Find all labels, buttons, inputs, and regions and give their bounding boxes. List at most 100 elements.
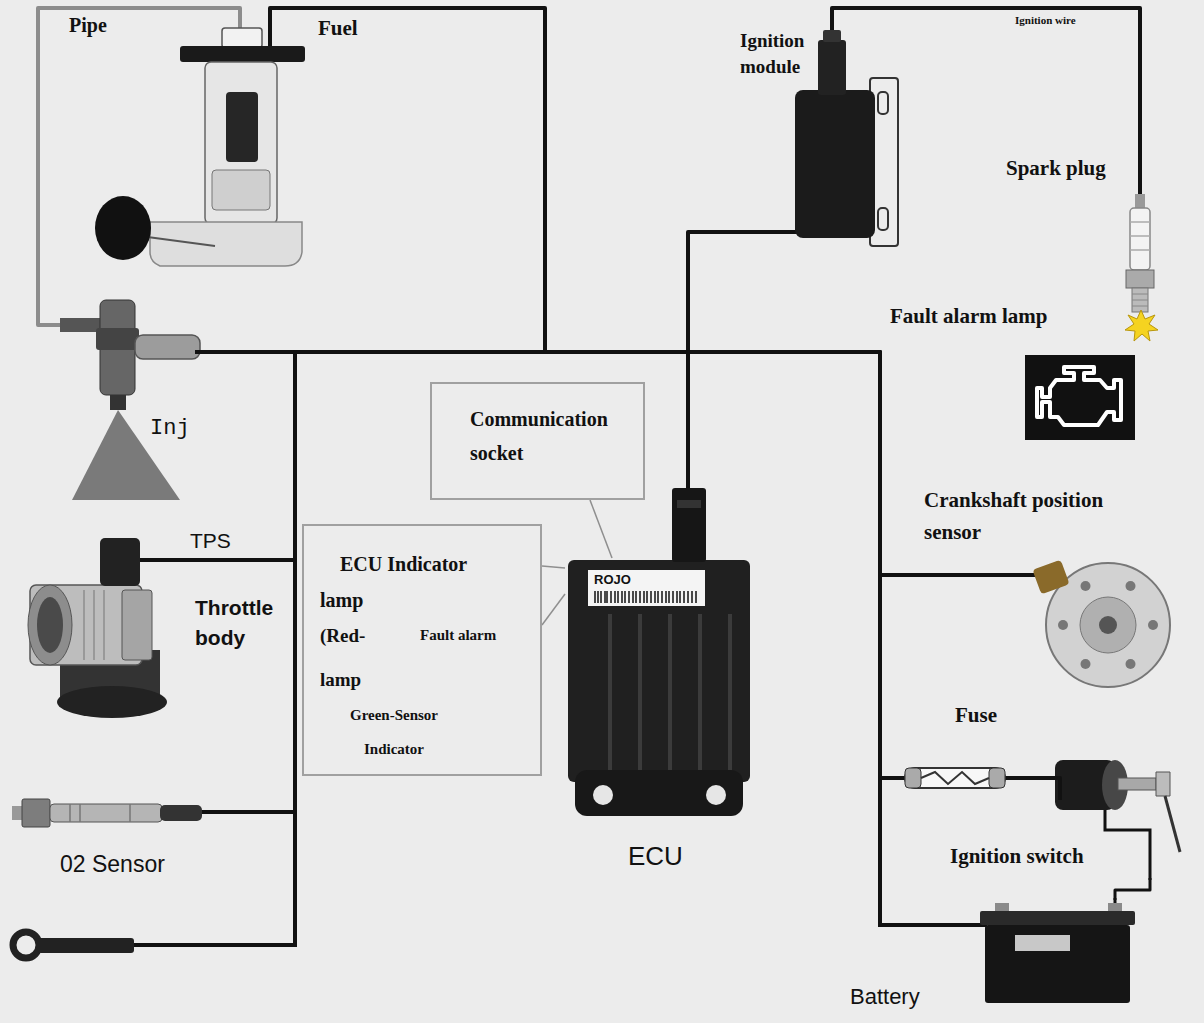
component-label: Ignition module	[740, 28, 812, 80]
check-engine-icon-part	[1037, 367, 1121, 425]
fuse: Fuse	[900, 700, 1015, 795]
throttle-body-part	[37, 597, 63, 653]
leader-line	[542, 594, 565, 625]
throttle-body-part	[122, 590, 152, 660]
ecu-connector-part	[677, 500, 701, 508]
leader-line	[590, 500, 612, 558]
wire	[270, 8, 688, 558]
component-label: Fuel	[318, 16, 358, 41]
check-engine-icon	[1025, 355, 1135, 440]
fault-alarm-lamp: Fault alarm lamp	[888, 300, 1143, 445]
component-label: ECU	[628, 841, 683, 872]
fuel-pump: Fuel	[95, 16, 364, 272]
ignition-coil-part	[878, 208, 888, 230]
ecu-unit-part	[595, 591, 696, 603]
throttle-body-part	[28, 585, 72, 665]
o2-sensor-part	[160, 805, 202, 821]
wire	[232, 352, 688, 812]
component-label: Spark plug	[1006, 156, 1106, 181]
o2-sensor-part	[50, 804, 162, 822]
fuel-pump-part	[150, 222, 302, 266]
battery-part	[880, 896, 987, 925]
ecu-connector	[672, 488, 706, 562]
wire	[832, 8, 1140, 150]
ecu-unit-part	[568, 560, 750, 782]
fuse-part	[905, 768, 1005, 788]
throttle-body-part	[84, 590, 104, 660]
indicator-callout-box: ECU Indicator lamp(Red- lampFault alarmG…	[302, 524, 542, 776]
component-label: (Red- lamp	[320, 614, 378, 702]
ignition-switch-part	[1156, 772, 1170, 796]
fuse-part	[905, 768, 921, 788]
spark-plug-part	[1130, 222, 1150, 250]
battery-part	[980, 911, 1135, 925]
throttle-body: TPS Throttle body	[12, 525, 293, 725]
part-number: ROJO	[594, 572, 631, 588]
ecu: ECU	[565, 558, 752, 880]
component-label: Throttle body	[195, 593, 287, 653]
component-label: Green-Sensor Indicator	[334, 698, 454, 766]
wire	[688, 352, 880, 900]
crankshaft-sensor-part	[1148, 620, 1158, 630]
fuel-pump-part	[226, 92, 258, 162]
ignition-switch-part	[1165, 796, 1180, 852]
component-label: TPS	[190, 528, 231, 553]
crankshaft-sensor-part	[1099, 616, 1117, 634]
fuel-pump	[95, 8, 305, 266]
injector-part	[135, 335, 200, 359]
check-engine-icon-part	[1025, 355, 1135, 440]
ignition-coil-part	[795, 90, 875, 238]
fuse-part	[921, 772, 989, 784]
injector: Inj	[60, 295, 200, 505]
crankshaft-sensor-part	[1058, 620, 1068, 630]
throttle-body-part	[57, 686, 167, 718]
ecu-unit-part	[610, 614, 730, 775]
wire	[200, 352, 688, 558]
ignition-coil-part	[818, 40, 846, 95]
ignition-coil-part	[823, 30, 841, 42]
throttle-body-part	[138, 558, 297, 562]
battery-part	[1015, 935, 1070, 951]
ecu-unit	[568, 560, 750, 816]
ecu-unit-part	[575, 770, 743, 816]
ecu-unit-part	[588, 570, 705, 606]
spark-plug-part	[1126, 270, 1154, 288]
leader-line	[542, 566, 565, 568]
wire	[688, 352, 920, 575]
injector-part	[96, 328, 139, 350]
component-label: Communication socket	[470, 402, 620, 470]
component-label: Inj	[150, 416, 190, 442]
component-label: ECU Indicator lamp	[320, 546, 495, 618]
fuel-pipe	[38, 8, 240, 325]
o2-sensor-part	[70, 804, 130, 822]
crankshaft-sensor: Crankshaft position sensor	[920, 480, 1182, 695]
ecu-unit-part	[706, 785, 726, 805]
component-label: Ignition switch	[950, 844, 1084, 869]
ignition-module: Ignition module	[738, 22, 900, 244]
battery-part	[985, 925, 1130, 1003]
ground-terminal	[13, 810, 295, 958]
throttle-body-part	[100, 538, 140, 586]
o2-sensor: 02 Sensor	[12, 790, 232, 884]
ground-terminal-part	[13, 932, 39, 958]
spark-plug-part	[1125, 310, 1158, 341]
crankshaft-sensor	[878, 560, 1170, 687]
crankshaft-sensor-part	[1080, 597, 1136, 653]
crankshaft-sensor-part	[1081, 581, 1091, 591]
fuel-pump-part	[95, 196, 151, 260]
component-label: Fault alarm lamp	[890, 304, 1048, 329]
spark-plug-part	[1132, 288, 1148, 312]
crankshaft-sensor-part	[1032, 560, 1069, 595]
ignition-switch: Ignition switch	[945, 800, 1185, 878]
component-label: Crankshaft position sensor	[924, 484, 1139, 548]
fuel-pump-part	[180, 46, 305, 62]
fuel-pump-part	[140, 236, 215, 246]
ground-terminal-part	[38, 938, 134, 953]
wire	[1115, 878, 1150, 900]
component-label: 02 Sensor	[60, 850, 165, 878]
wire	[688, 352, 900, 778]
ignition-coil	[688, 8, 898, 246]
ground-terminal-part	[134, 810, 295, 945]
ignition-coil-part	[878, 92, 888, 114]
